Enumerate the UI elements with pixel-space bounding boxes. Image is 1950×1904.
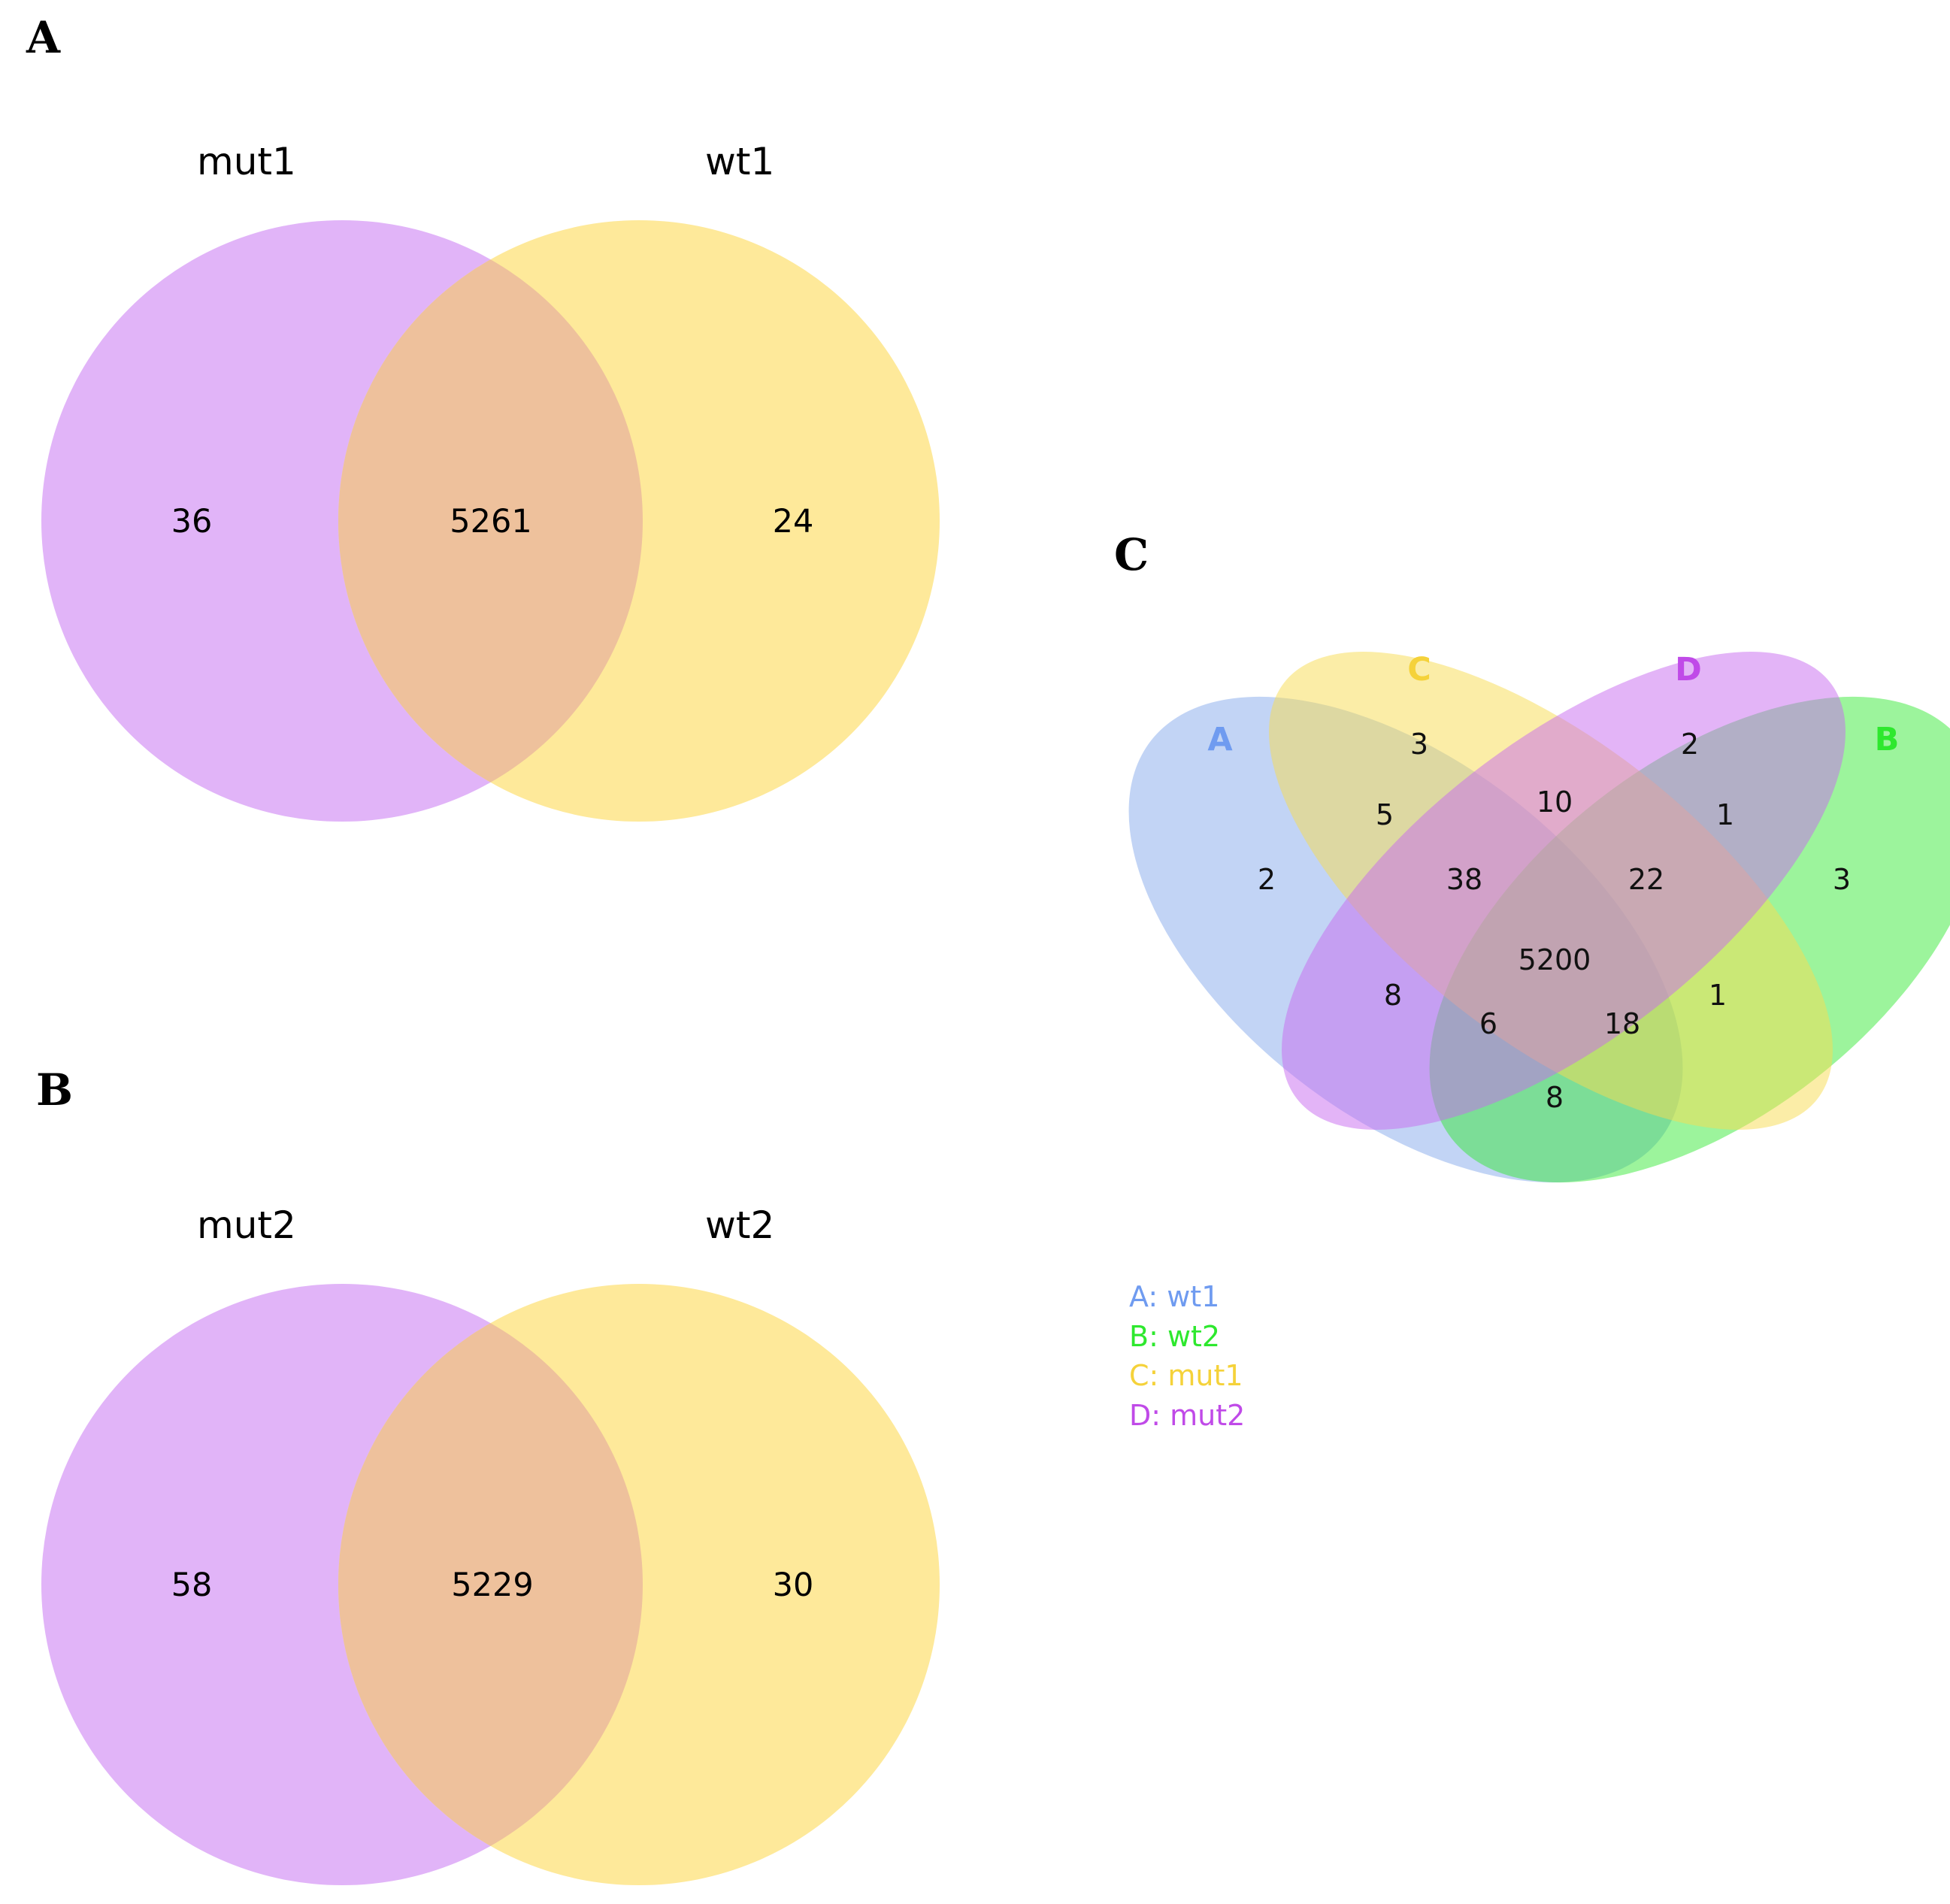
panel-c-letter: C <box>1114 529 1149 580</box>
region-a-only-count: 2 <box>1258 863 1276 896</box>
region-abd-count: 6 <box>1479 1007 1497 1040</box>
legend-item-d: D: mut2 <box>1129 1399 1245 1432</box>
panel-a-overlap-region <box>338 220 643 822</box>
region-acd-count: 38 <box>1446 863 1482 896</box>
panel-b-left-count: 58 <box>171 1566 213 1604</box>
panel-a-left-set-label: mut1 <box>197 140 296 183</box>
panel-b-overlap-count: 5229 <box>451 1566 533 1604</box>
region-ac-count: 5 <box>1376 798 1394 831</box>
panel-b-letter: B <box>36 1064 73 1115</box>
region-d-only-count: 2 <box>1681 728 1699 761</box>
region-abcd-count: 5200 <box>1519 943 1591 976</box>
region-bc-count: 1 <box>1709 979 1727 1012</box>
legend: A: wt1 B: wt2 C: mut1 D: mut2 <box>1129 1280 1245 1432</box>
ellipse-d <box>1282 652 1846 1130</box>
region-counts: 3 2 5 10 1 2 38 22 3 5200 8 1 6 18 8 <box>1258 728 1851 1114</box>
region-bd-count: 1 <box>1716 798 1734 831</box>
region-cd-count: 10 <box>1537 786 1573 819</box>
region-bcd-count: 22 <box>1628 863 1664 896</box>
region-b-only-count: 3 <box>1833 863 1851 896</box>
four-set-ellipses <box>1128 652 1950 1183</box>
panel-b-left-set-label: mut2 <box>197 1203 296 1247</box>
panel-c: C A B C D 3 2 5 10 1 2 38 22 3 5200 8 1 … <box>1114 529 1950 1432</box>
ellipse-a-label: A <box>1207 721 1233 758</box>
ellipse-c-label: C <box>1407 651 1431 689</box>
panel-a-left-count: 36 <box>171 503 213 540</box>
panel-b-overlap-region <box>338 1284 643 1885</box>
legend-item-a: A: wt1 <box>1129 1280 1219 1313</box>
panel-b-right-set-label: wt2 <box>705 1203 774 1247</box>
panel-a: A mut1 wt1 36 5261 24 <box>26 12 940 822</box>
ellipse-b-label: B <box>1875 721 1900 758</box>
region-ab-count: 8 <box>1546 1081 1564 1114</box>
legend-item-c: C: mut1 <box>1129 1359 1243 1392</box>
panel-b-right-count: 30 <box>773 1566 814 1604</box>
ellipse-d-label: D <box>1675 651 1702 689</box>
panel-a-right-set-label: wt1 <box>705 140 774 183</box>
panel-b: B mut2 wt2 58 5229 30 <box>36 1064 940 1885</box>
panel-a-letter: A <box>26 12 61 63</box>
region-c-only-count: 3 <box>1410 728 1428 761</box>
panel-a-right-count: 24 <box>773 503 814 540</box>
region-ad-count: 8 <box>1384 979 1402 1012</box>
legend-item-b: B: wt2 <box>1129 1320 1220 1353</box>
region-abc-count: 18 <box>1604 1007 1640 1040</box>
panel-a-overlap-count: 5261 <box>450 503 531 540</box>
